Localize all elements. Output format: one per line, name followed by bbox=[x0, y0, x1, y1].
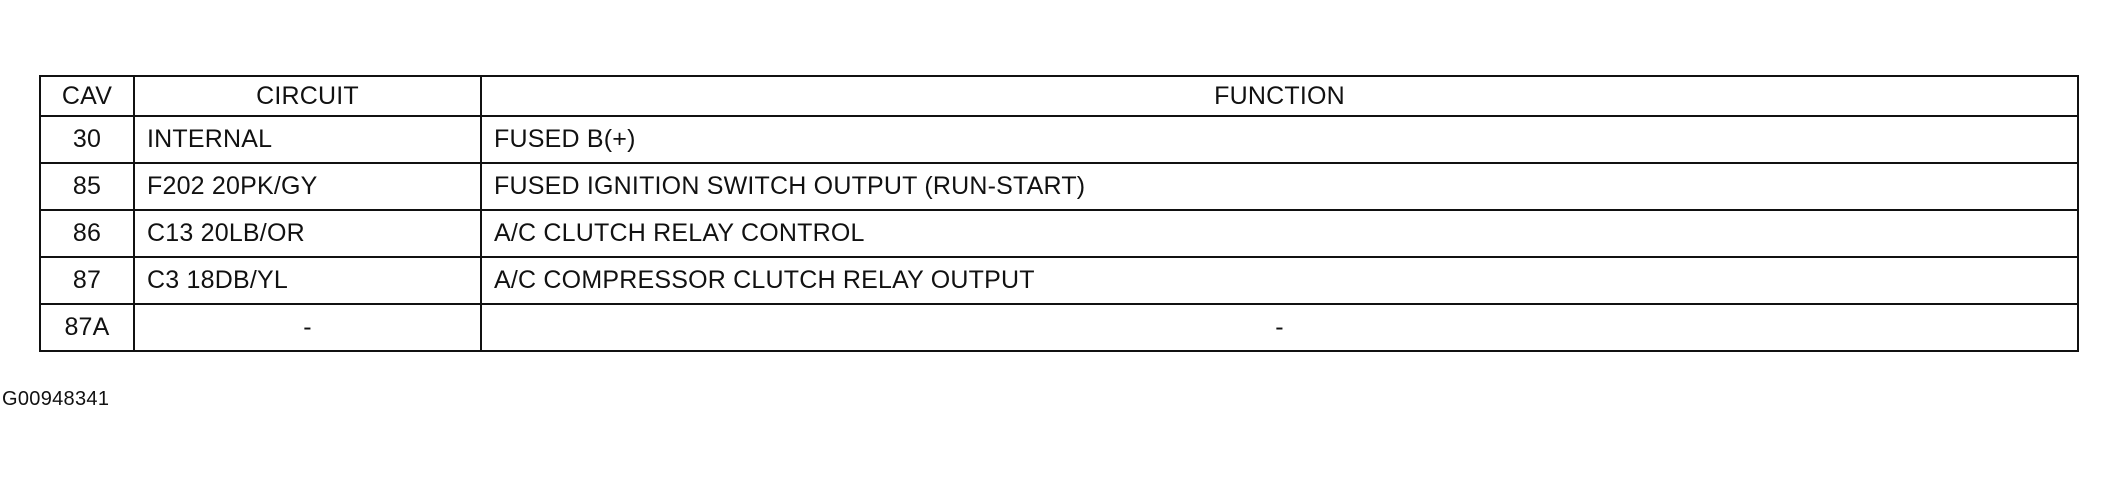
circuit-cell: - bbox=[133, 303, 482, 352]
function-cell: - bbox=[480, 303, 2079, 352]
cav-cell: 87A bbox=[39, 303, 135, 352]
table-row: 85 F202 20PK/GY FUSED IGNITION SWITCH OU… bbox=[39, 162, 2079, 211]
cav-cell: 30 bbox=[39, 115, 135, 164]
circuit-cell: INTERNAL bbox=[133, 115, 482, 164]
column-header-circuit: CIRCUIT bbox=[133, 75, 482, 117]
table-row: 30 INTERNAL FUSED B(+) bbox=[39, 115, 2079, 164]
circuit-cell: C13 20LB/OR bbox=[133, 209, 482, 258]
column-header-function: FUNCTION bbox=[480, 75, 2079, 117]
table-header-row: CAV CIRCUIT FUNCTION bbox=[39, 75, 2079, 117]
figure-id: G00948341 bbox=[2, 388, 110, 410]
function-cell: FUSED B(+) bbox=[480, 115, 2079, 164]
column-header-cav: CAV bbox=[39, 75, 135, 117]
cav-cell: 85 bbox=[39, 162, 135, 211]
function-cell: A/C CLUTCH RELAY CONTROL bbox=[480, 209, 2079, 258]
cav-cell: 86 bbox=[39, 209, 135, 258]
circuit-cell: C3 18DB/YL bbox=[133, 256, 482, 305]
function-cell: A/C COMPRESSOR CLUTCH RELAY OUTPUT bbox=[480, 256, 2079, 305]
circuit-cell: F202 20PK/GY bbox=[133, 162, 482, 211]
table-row: 86 C13 20LB/OR A/C CLUTCH RELAY CONTROL bbox=[39, 209, 2079, 258]
cav-cell: 87 bbox=[39, 256, 135, 305]
function-cell: FUSED IGNITION SWITCH OUTPUT (RUN-START) bbox=[480, 162, 2079, 211]
table-row: 87 C3 18DB/YL A/C COMPRESSOR CLUTCH RELA… bbox=[39, 256, 2079, 305]
connector-pinout-table: CAV CIRCUIT FUNCTION 30 INTERNAL FUSED B… bbox=[39, 75, 2079, 352]
table-row: 87A - - bbox=[39, 303, 2079, 352]
